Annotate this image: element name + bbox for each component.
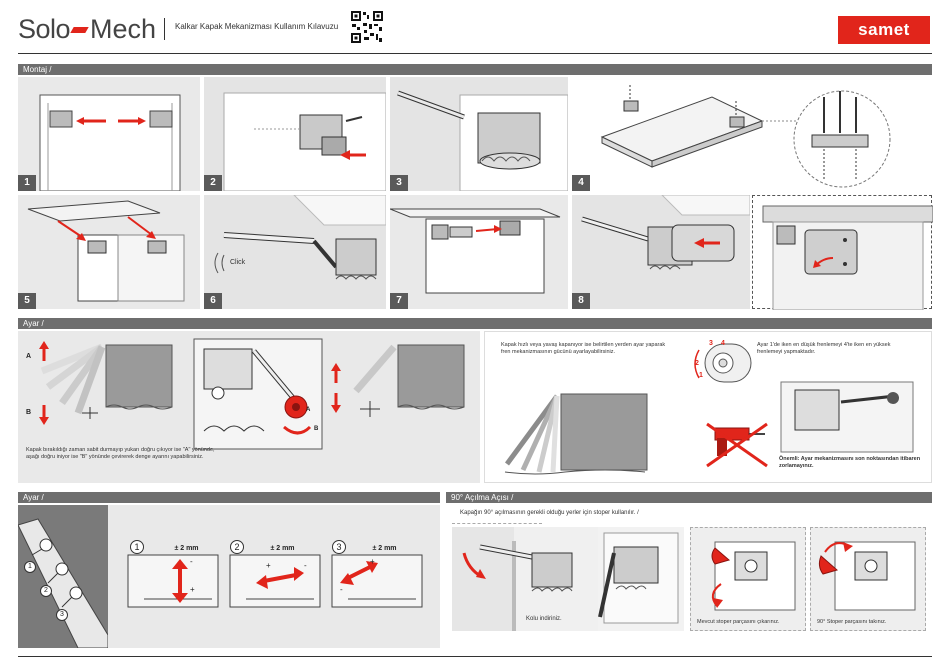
ayar1-balance-panel: A B A B Kapak bırakıldığı zaman sabit du… bbox=[18, 331, 480, 483]
logo-dash bbox=[70, 27, 89, 33]
montaj-step-4: 4 bbox=[572, 77, 932, 191]
direction-b-label: B bbox=[26, 409, 32, 416]
divider bbox=[452, 523, 542, 531]
step-1-illustration bbox=[39, 94, 181, 191]
dial-number-3: 3 bbox=[709, 340, 713, 347]
adjustment-2-header: 2 ± 2 mm bbox=[230, 537, 322, 555]
montaj-step-3: 3 bbox=[390, 77, 568, 191]
logo-solo: Solo bbox=[18, 14, 71, 44]
balance-illustration bbox=[39, 338, 465, 450]
aci90-step-1b bbox=[598, 527, 684, 631]
ayar1-brake-panel: Kapak hızlı veya yavaş kapanıyor ise bel… bbox=[484, 331, 932, 483]
section-bar-ayar-2: Ayar / bbox=[18, 492, 440, 503]
montaj-step-7: 7 bbox=[390, 195, 568, 309]
montaj-step-2: 2 bbox=[204, 77, 386, 191]
click-label: Click bbox=[230, 259, 246, 266]
aci90-subtitle: Kapağın 90° açılmasının gerekli olduğu y… bbox=[460, 510, 639, 516]
ayar2-hinge-photo: 1 2 3 bbox=[18, 505, 108, 648]
section-bar-montaj: Montaj / bbox=[18, 64, 932, 75]
document-title: Kalkar Kapak Mekanizması Kullanım Kılavu… bbox=[175, 22, 339, 31]
insert-stopper-illustration bbox=[818, 541, 916, 611]
adjustment-1-label: ± 2 mm bbox=[174, 545, 199, 552]
montaj-step-8: 8 bbox=[572, 195, 750, 309]
adjustment-3-header: 3 ± 2 mm bbox=[332, 537, 424, 555]
adj1-plus: + bbox=[190, 585, 195, 594]
qr-code-icon bbox=[350, 10, 384, 44]
step-number: 8 bbox=[572, 293, 590, 309]
marker-3: 3 bbox=[56, 609, 68, 621]
section-bar-90-degree: 90° Açılma Açısı / bbox=[446, 492, 932, 503]
title-separator bbox=[164, 18, 165, 40]
ayar2-adjust-panel: 1 ± 2 mm - + 2 ± 2 mm + - 3 ± 2 mm + - bbox=[108, 505, 440, 648]
dial-number-2: 2 bbox=[695, 360, 699, 367]
step-2-illustration bbox=[204, 77, 386, 191]
adjustment-1-number: 1 bbox=[130, 540, 144, 554]
step-7-illustration bbox=[390, 208, 561, 294]
brake-caption: Kapak hızlı veya yavaş kapanıyor ise bel… bbox=[501, 342, 666, 355]
hinge-illustration bbox=[18, 518, 108, 648]
warning-note: Önemli: Ayar mekanizmasını son noktasınd… bbox=[779, 456, 921, 469]
step-number: 7 bbox=[390, 293, 408, 309]
adj1-minus: - bbox=[190, 557, 193, 566]
remove-stopper-illustration bbox=[711, 541, 796, 611]
adjustment-3-number: 3 bbox=[332, 540, 346, 554]
adj2-plus: + bbox=[266, 561, 271, 570]
dial-number-1: 1 bbox=[699, 372, 703, 379]
step-8-illustration bbox=[572, 195, 750, 309]
adj3-minus: - bbox=[340, 585, 343, 594]
adjustment-1-header: 1 ± 2 mm bbox=[130, 537, 222, 555]
header: Solo Mech Kalkar Kapak Mekanizması Kulla… bbox=[0, 0, 950, 60]
caption-lower-lever: Kolu indiriniz. bbox=[526, 616, 562, 622]
brake-illustration bbox=[504, 343, 914, 475]
dial-number-4: 4 bbox=[721, 340, 725, 347]
step-5-illustration bbox=[27, 200, 185, 302]
step-6-illustration bbox=[204, 195, 386, 309]
adjustment-illustration bbox=[127, 554, 423, 608]
balance-caption: Kapak bırakıldığı zaman sabit durmayıp y… bbox=[26, 447, 215, 460]
adj3-plus: + bbox=[370, 557, 375, 566]
aci90-step-1 bbox=[452, 527, 598, 631]
lever-illustration bbox=[462, 527, 598, 631]
footer-rule bbox=[18, 656, 932, 657]
caption-insert-stopper: 90° Stoper parçasını takınız. bbox=[817, 619, 887, 625]
brand-logo: samet bbox=[838, 16, 930, 44]
marker-1: 1 bbox=[24, 561, 36, 573]
step-number: 6 bbox=[204, 293, 222, 309]
montaj-step-6: Click 6 bbox=[204, 195, 386, 309]
aci90-step-2: Mevcut stoper parçasını çıkarınız. bbox=[690, 527, 806, 631]
adj2-minus: - bbox=[304, 561, 307, 570]
dial-note: Ayar 1'de iken en düşük frenlemeyi 4'te … bbox=[757, 342, 891, 355]
logo-mech: Mech bbox=[90, 14, 157, 44]
lever-down-illustration bbox=[598, 532, 679, 624]
montaj-step-1: 1 bbox=[18, 77, 200, 191]
montaj-detail-cover bbox=[752, 195, 933, 310]
step-3-illustration bbox=[390, 77, 568, 191]
caption-remove-stopper: Mevcut stoper parçasını çıkarınız. bbox=[697, 619, 780, 625]
section-bar-ayar-1: Ayar / bbox=[18, 318, 932, 329]
step-number: 4 bbox=[572, 175, 590, 191]
step-number: 1 bbox=[18, 175, 36, 191]
step-4-illustration bbox=[572, 77, 932, 191]
adjustment-3-label: ± 2 mm bbox=[372, 545, 397, 552]
aci90-panel: Kapağın 90° açılmasının gerekli olduğu y… bbox=[446, 505, 932, 648]
montaj-step-5: 5 bbox=[18, 195, 200, 309]
step-number: 2 bbox=[204, 175, 222, 191]
cover-detail-illustration bbox=[762, 205, 933, 310]
knob-b-label: B bbox=[314, 426, 319, 432]
direction-a-label: A bbox=[26, 353, 32, 360]
adjustment-2-label: ± 2 mm bbox=[270, 545, 295, 552]
marker-2: 2 bbox=[40, 585, 52, 597]
step-number: 5 bbox=[18, 293, 36, 309]
knob-a-label: A bbox=[306, 407, 311, 413]
header-rule bbox=[18, 53, 932, 54]
aci90-step-3: 90° Stoper parçasını takınız. bbox=[810, 527, 926, 631]
step-number: 3 bbox=[390, 175, 408, 191]
adjustment-2-number: 2 bbox=[230, 540, 244, 554]
